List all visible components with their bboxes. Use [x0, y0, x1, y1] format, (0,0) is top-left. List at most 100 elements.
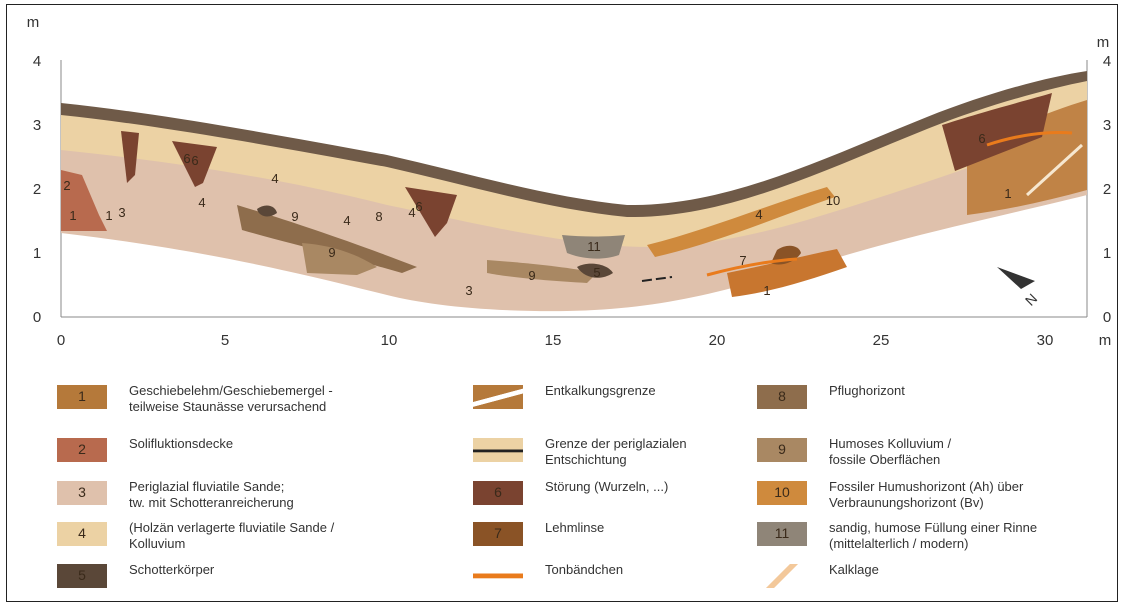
legend-item: Kalklage [757, 562, 1107, 596]
legend-number: 9 [757, 441, 807, 457]
layer-label-4: 4 [198, 195, 205, 210]
y-tick-left-3: 3 [33, 117, 41, 134]
y-tick-left-2: 2 [33, 181, 41, 198]
legend-number: 2 [57, 441, 107, 457]
legend-text: sandig, humose Füllung einer Rinne (mitt… [829, 520, 1037, 552]
figure-frame: N mm0011223344051015202530m 121344446666… [6, 4, 1118, 602]
layer-label-6: 6 [183, 151, 190, 166]
legend-item: 4 (Holzän verlagerte fluviatile Sande / K… [57, 520, 457, 554]
legend-swatch [473, 385, 523, 409]
legend-number: 10 [757, 484, 807, 500]
soil-layers [61, 71, 1087, 311]
legend-swatch: 1 [57, 385, 107, 409]
legend-number: 4 [57, 525, 107, 541]
legend-text: Solifluktionsdecke [129, 436, 233, 452]
legend-number: 7 [473, 525, 523, 541]
legend-text: Entkalkungsgrenze [545, 383, 656, 399]
legend-text: Schotterkörper [129, 562, 214, 578]
x-tick-25: 25 [873, 332, 890, 349]
y-tick-right-1: 1 [1103, 245, 1111, 262]
legend-swatch: 9 [757, 438, 807, 462]
legend-swatch: 6 [473, 481, 523, 505]
legend-text: Geschiebelehm/Geschiebemergel - teilweis… [129, 383, 333, 415]
legend-number: 1 [57, 388, 107, 404]
layer-label-1: 1 [763, 283, 770, 298]
legend-swatch: 7 [473, 522, 523, 546]
legend-item: 9 Humoses Kolluvium / fossile Oberflächen [757, 436, 1107, 470]
legend-swatch: 3 [57, 481, 107, 505]
y-tick-right-4: 4 [1103, 53, 1111, 70]
layer-label-5: 5 [593, 265, 600, 280]
legend-item: 11 sandig, humose Füllung einer Rinne (mi… [757, 520, 1107, 554]
legend-swatch [757, 564, 807, 588]
y-tick-right-2: 2 [1103, 181, 1111, 198]
layer-label-3: 3 [118, 205, 125, 220]
legend-swatch: 11 [757, 522, 807, 546]
layer-label-7: 7 [739, 253, 746, 268]
layer-label-4: 4 [755, 207, 762, 222]
legend-item: 3 Periglazial fluviatile Sande; tw. mit S… [57, 479, 457, 513]
layer-label-11: 11 [587, 239, 601, 254]
legend-text: Humoses Kolluvium / fossile Oberflächen [829, 436, 951, 468]
legend-text: Periglazial fluviatile Sande; tw. mit Sc… [129, 479, 294, 511]
legend-text: Lehmlinse [545, 520, 604, 536]
y-tick-right-0: 0 [1103, 309, 1111, 326]
layer-label-4: 4 [343, 213, 350, 228]
layer-label-4: 4 [271, 171, 278, 186]
layer-label-1: 1 [105, 208, 112, 223]
y-unit-right: m [1097, 34, 1110, 51]
legend-number: 11 [757, 525, 807, 541]
legend-item: 10 Fossiler Humushorizont (Ah) über Verbr… [757, 479, 1107, 513]
legend-swatch: 4 [57, 522, 107, 546]
x-tick-30: 30 [1037, 332, 1054, 349]
legend-text: Pflughorizont [829, 383, 905, 399]
layer-label-1: 1 [69, 208, 76, 223]
layer-label-8: 8 [375, 209, 382, 224]
layer-label-9: 9 [528, 268, 535, 283]
legend-swatch [473, 438, 523, 462]
y-tick-left-1: 1 [33, 245, 41, 262]
layer-label-9: 9 [328, 245, 335, 260]
legend-text: Grenze der periglazialen Entschichtung [545, 436, 687, 468]
legend-text: Störung (Wurzeln, ...) [545, 479, 668, 495]
legend-item: 5 Schotterkörper [57, 562, 457, 596]
legend-item: 8 Pflughorizont [757, 383, 1107, 417]
legend-number: 5 [57, 567, 107, 583]
layer-label-3: 3 [465, 283, 472, 298]
legend-text: Tonbändchen [545, 562, 623, 578]
north-arrow-head [997, 267, 1035, 289]
x-tick-5: 5 [221, 332, 229, 349]
legend-swatch: 5 [57, 564, 107, 588]
legend-swatch [473, 564, 523, 588]
legend-swatch: 10 [757, 481, 807, 505]
legend-item: 1 Geschiebelehm/Geschiebemergel - teilwei… [57, 383, 457, 417]
legend-item: 2 Solifluktionsdecke [57, 436, 457, 470]
legend-swatch: 2 [57, 438, 107, 462]
x-tick-0: 0 [57, 332, 65, 349]
y-unit-left: m [27, 14, 40, 31]
layer-label-6: 6 [191, 153, 198, 168]
y-tick-left-0: 0 [33, 309, 41, 326]
north-arrow-icon: N [997, 267, 1040, 309]
layer-label-6: 6 [978, 131, 985, 146]
layer-label-9: 9 [291, 209, 298, 224]
legend-text: Kalklage [829, 562, 879, 578]
y-tick-left-4: 4 [33, 53, 41, 70]
legend-number: 3 [57, 484, 107, 500]
layer-label-1: 1 [1004, 186, 1011, 201]
legend-number: 8 [757, 388, 807, 404]
y-tick-right-3: 3 [1103, 117, 1111, 134]
layer-label-2: 2 [63, 178, 70, 193]
legend-number: 6 [473, 484, 523, 500]
layer-label-10: 10 [826, 193, 840, 208]
legend-text: Fossiler Humushorizont (Ah) über Verbrau… [829, 479, 1023, 511]
x-unit: m [1099, 332, 1112, 349]
legend-text: (Holzän verlagerte fluviatile Sande / Ko… [129, 520, 334, 552]
x-tick-15: 15 [545, 332, 562, 349]
north-label: N [1022, 290, 1040, 308]
x-tick-20: 20 [709, 332, 726, 349]
legend-swatch: 8 [757, 385, 807, 409]
x-tick-10: 10 [381, 332, 398, 349]
layer-label-6: 6 [415, 199, 422, 214]
